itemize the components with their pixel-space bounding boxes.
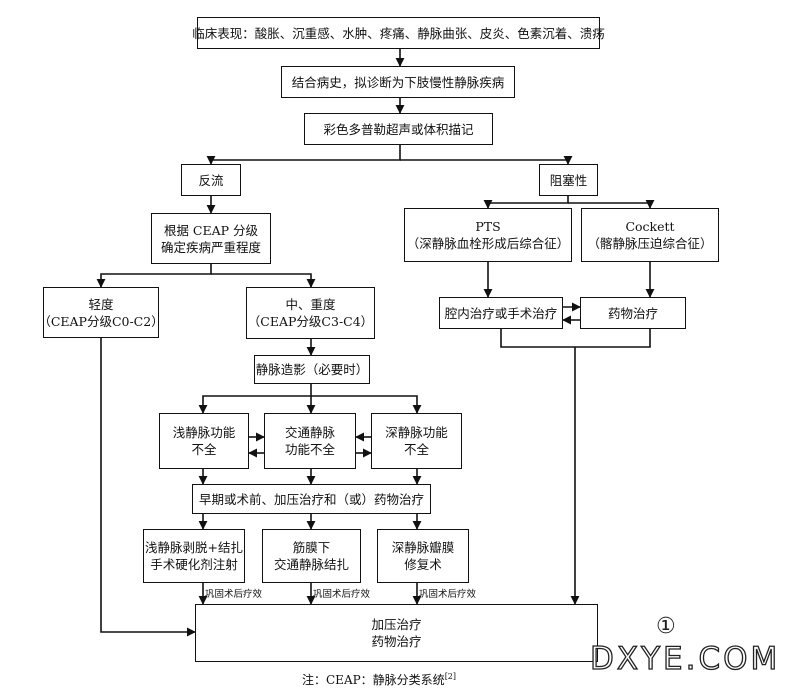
perforator-line-2: 功能不全 (284, 442, 335, 457)
fascia-box: 筋膜下 交通静脉结扎 (262, 529, 361, 583)
consolidate-label-3: 巩固术后疗效 (419, 589, 477, 600)
obstruction-text: 阻塞性 (549, 172, 588, 188)
endo-box: 腔内治疗或手术治疗 (439, 297, 563, 329)
stripping-line-1: 浅静脉剥脱+结扎 (145, 540, 243, 555)
ceap-line-1: 根据 CEAP 分级 (163, 222, 259, 238)
line-obstruction-split (483, 196, 569, 209)
footnote: 注：CEAP：静脉分类系统[2] (302, 671, 456, 688)
obstruction-box: 阻塞性 (539, 164, 598, 196)
clinical-box: 临床表现：酸胀、沉重感、水肿、疼痛、静脉曲张、皮炎、色素沉着、溃疡 (192, 17, 605, 49)
pts-line-1: PTS (475, 219, 501, 234)
history-box: 结合病史，拟诊断为下肢慢性静脉疾病 (281, 66, 515, 98)
final-box: 加压治疗 药物治疗 (195, 604, 598, 662)
deep-box: 深静脉功能 不全 (371, 413, 462, 469)
valve-line-2: 修复术 (404, 557, 442, 572)
moderate-line-2: （CEAP分级C3-C4） (247, 314, 374, 329)
ultrasound-text: 彩色多普勒超声或体积描记 (323, 121, 474, 137)
cockett-line-2: （髂静脉压迫综合征） (587, 236, 713, 251)
ceap-line-2: 确定疾病严重程度 (160, 239, 261, 255)
line-right-converge (500, 329, 651, 348)
drug-right-text: 药物治疗 (607, 305, 658, 321)
stripping-line-2: 手术硬化剂注射 (150, 557, 238, 572)
pts-box: PTS （深静脉血栓形成后综合征） (404, 208, 572, 262)
final-line-1: 加压治疗 (371, 617, 422, 632)
line-ceap-split (96, 264, 212, 288)
line-venography-split-right (311, 395, 422, 414)
reflux-text: 反流 (198, 172, 224, 188)
superficial-box: 浅静脉功能 不全 (159, 413, 249, 469)
line-ceap-split-right (211, 273, 316, 288)
pts-line-2: （深静脉血栓形成后综合征） (406, 236, 570, 251)
line-venography-split (198, 384, 312, 414)
venography-box: 静脉造影（必要时） (254, 355, 370, 384)
moderate-line-1: 中、重度 (285, 297, 336, 312)
history-text: 结合病史，拟诊断为下肢慢性静脉疾病 (291, 74, 505, 90)
valve-line-1: 深静脉瓣膜 (391, 540, 455, 555)
watermark-mark: ① (656, 614, 676, 639)
mild-line-1: 轻度 (88, 296, 114, 312)
endo-text: 腔内治疗或手术治疗 (444, 305, 558, 321)
early-text: 早期或术前、加压治疗和（或）药物治疗 (198, 491, 424, 507)
perforator-box: 交通静脉 功能不全 (264, 413, 356, 469)
mild-box: 轻度 （CEAP分级C0-C2） (38, 287, 164, 338)
consolidate-label-1: 巩固术后疗效 (205, 589, 263, 600)
stripping-box: 浅静脉剥脱+结扎 手术硬化剂注射 (143, 529, 245, 583)
superficial-line-2: 不全 (191, 442, 217, 457)
moderate-box: 中、重度 （CEAP分级C3-C4） (246, 287, 375, 339)
deep-line-2: 不全 (403, 442, 429, 457)
fascia-line-1: 筋膜下 (292, 540, 331, 555)
cockett-box: Cockett （髂静脉压迫综合征） (581, 208, 719, 262)
line-split-right (400, 155, 573, 165)
ultrasound-box: 彩色多普勒超声或体积描记 (304, 113, 493, 145)
reflux-box: 反流 (181, 164, 241, 196)
valve-box: 深静脉瓣膜 修复术 (377, 529, 469, 583)
mild-line-2: （CEAP分级C0-C2） (38, 313, 164, 329)
consolidate-label-2: 巩固术后疗效 (313, 589, 371, 600)
arrow-mild-to-final (100, 338, 196, 637)
final-line-2: 药物治疗 (371, 634, 422, 649)
drug-right-box: 药物治疗 (580, 297, 686, 329)
deep-line-1: 深静脉功能 (385, 425, 448, 440)
line-split (206, 145, 401, 165)
footnote-text: 注：CEAP：静脉分类系统 (302, 673, 445, 687)
superficial-line-1: 浅静脉功能 (172, 425, 236, 440)
cockett-line-1: Cockett (625, 219, 675, 234)
fascia-line-2: 交通静脉结扎 (273, 557, 349, 572)
early-box: 早期或术前、加压治疗和（或）药物治疗 (192, 484, 431, 514)
venography-text: 静脉造影（必要时） (255, 362, 369, 377)
perforator-line-1: 交通静脉 (284, 425, 335, 440)
footnote-ref: [2] (444, 672, 457, 681)
watermark-text: DXYE.COM (589, 640, 781, 677)
ceap-box: 根据 CEAP 分级 确定疾病严重程度 (151, 213, 271, 264)
line-obstruction-split-right (568, 199, 655, 209)
clinical-text: 临床表现：酸胀、沉重感、水肿、疼痛、静脉曲张、皮炎、色素沉着、溃疡 (192, 25, 605, 41)
